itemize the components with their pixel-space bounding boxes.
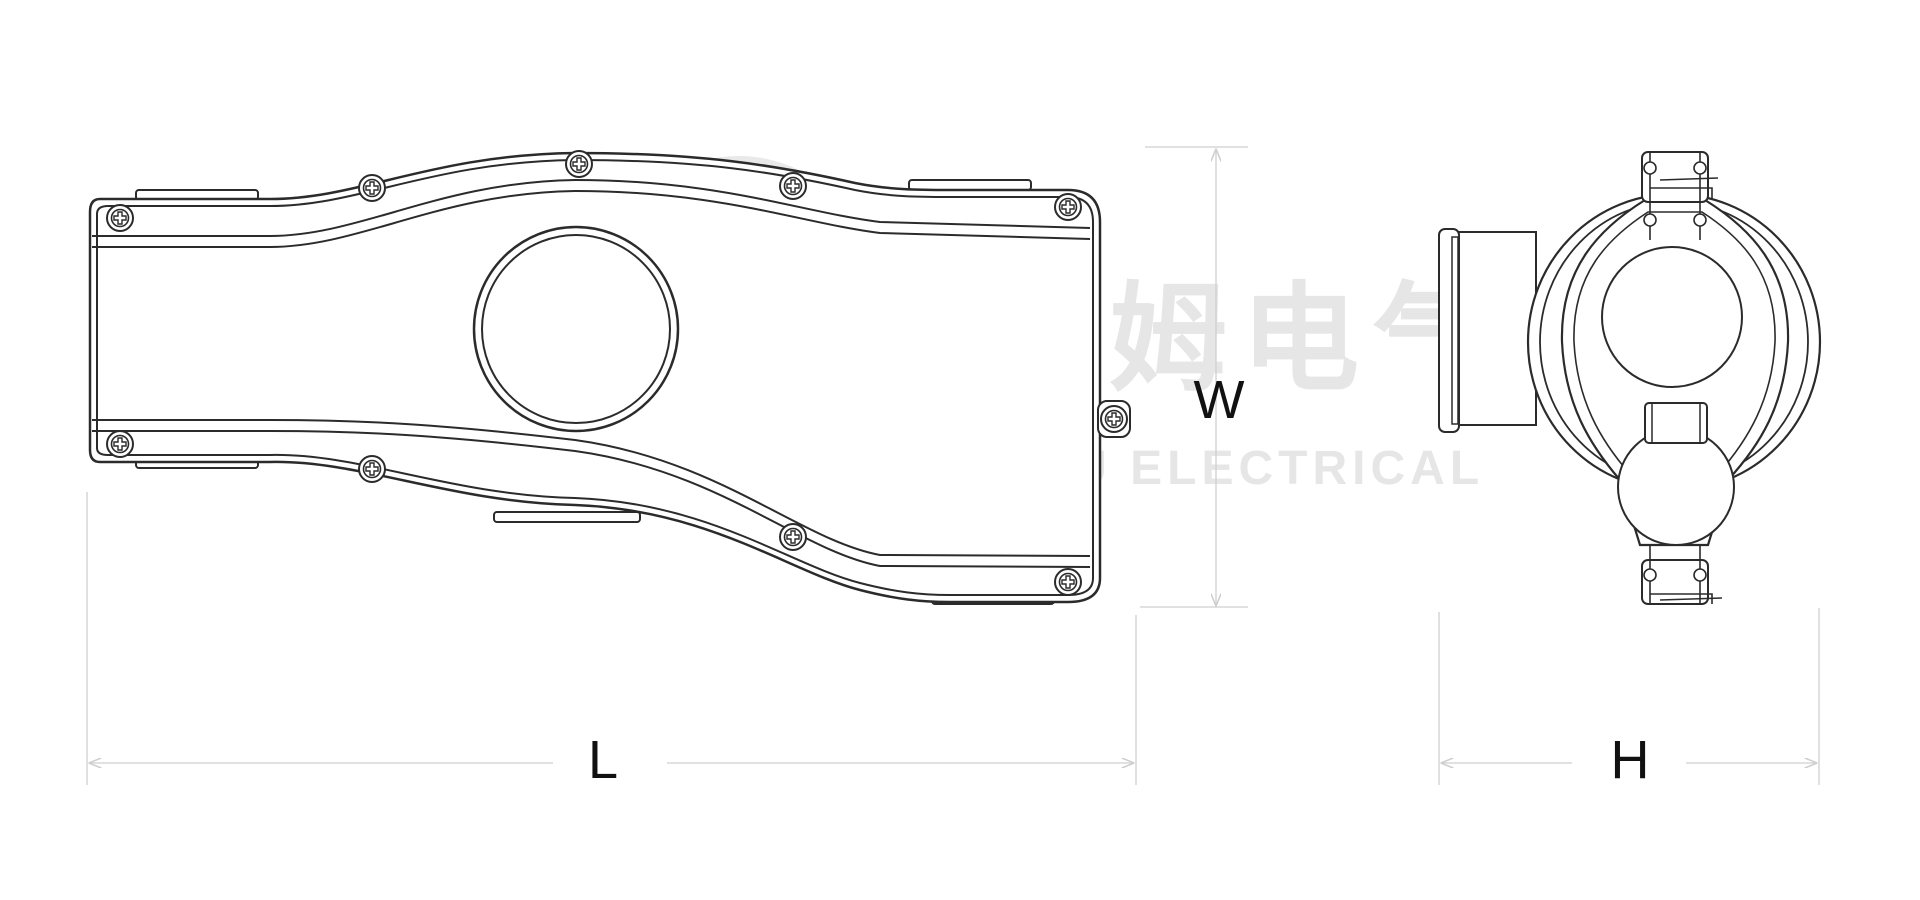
screw-icon — [358, 455, 386, 483]
upper-contour-line — [92, 178, 1091, 237]
lower-contour-line — [92, 419, 1091, 557]
dimension-lines — [86, 146, 1820, 785]
bottom-latch — [1641, 559, 1709, 605]
screw-icon — [106, 204, 134, 232]
pipe-flange — [1438, 228, 1460, 433]
screw-icon — [1054, 568, 1082, 596]
length-label: L — [588, 730, 618, 790]
enclosure-inner-rim — [96, 158, 1094, 596]
screw-icon — [565, 150, 593, 178]
center-hinge-block — [1644, 402, 1708, 444]
hinge-tab — [493, 511, 641, 523]
screw-icon — [106, 430, 134, 458]
enclosure-top-view — [88, 151, 1131, 605]
upper-opening — [1601, 246, 1743, 388]
pipe-stub — [1449, 231, 1537, 426]
round-cover-outer — [472, 225, 680, 433]
height-label: H — [1611, 730, 1650, 790]
screw-icon — [779, 172, 807, 200]
screw-icon — [1054, 193, 1082, 221]
width-label: W — [1194, 370, 1245, 430]
screw-icon — [779, 523, 807, 551]
pipe-flange-inner — [1451, 236, 1459, 425]
lower-opening — [1617, 428, 1735, 546]
screw-icon — [358, 174, 386, 202]
enclosure-side-view — [1438, 151, 1822, 605]
screw-icon — [1100, 405, 1128, 433]
hinge-tab — [908, 179, 1032, 191]
top-latch — [1641, 151, 1709, 203]
upper-contour-line-2 — [92, 189, 1091, 248]
round-cover-inner — [481, 234, 671, 424]
lower-contour-line-2 — [92, 430, 1091, 568]
